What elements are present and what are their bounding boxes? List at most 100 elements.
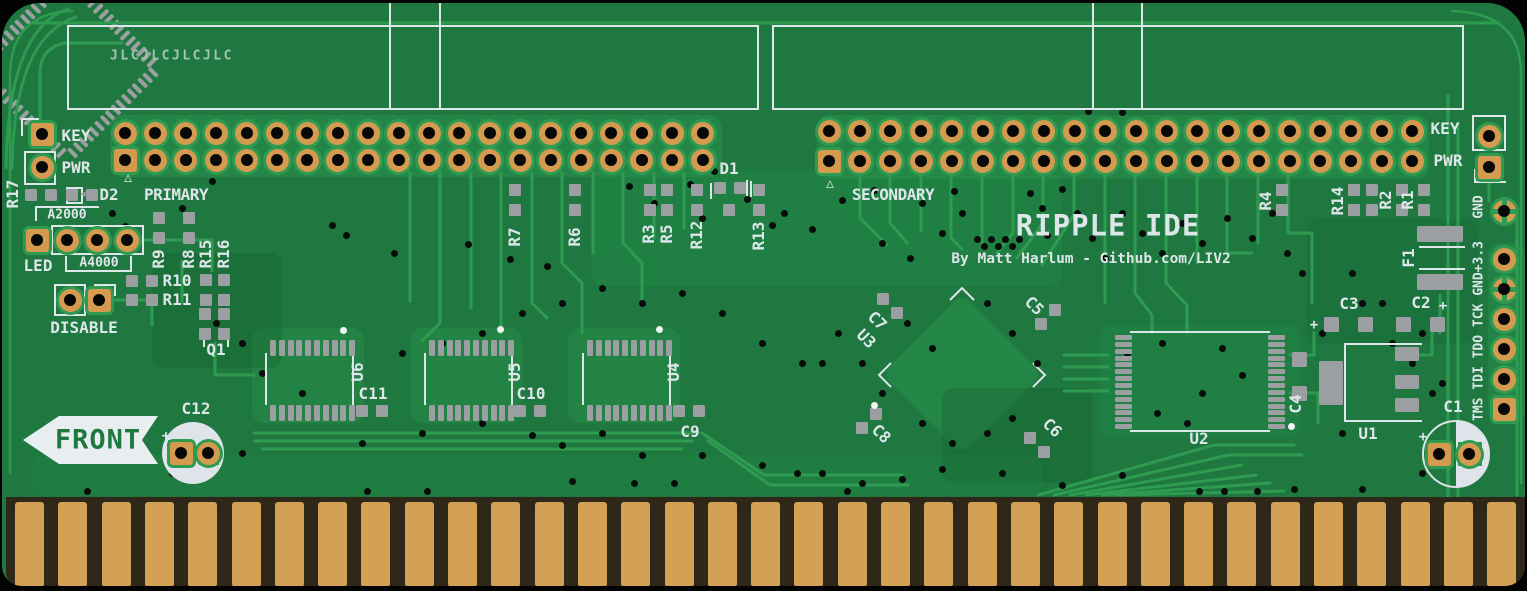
via xyxy=(83,487,91,495)
resistor-pad xyxy=(661,184,673,196)
via xyxy=(878,239,886,247)
soic-pad xyxy=(455,340,462,356)
ref-label: + xyxy=(161,428,171,444)
led-header-label: LED xyxy=(23,256,53,275)
ref-label: + xyxy=(1438,298,1448,314)
soic-pad xyxy=(499,405,506,421)
soic-pad xyxy=(296,340,303,356)
secondary-header-pad xyxy=(1216,119,1240,143)
copper-trace xyxy=(1225,173,1254,255)
via xyxy=(1418,329,1426,337)
via xyxy=(598,429,606,437)
resistor-pad xyxy=(1418,204,1430,216)
primary-header-pad xyxy=(630,121,654,145)
via xyxy=(906,254,914,262)
silkscreen-line xyxy=(389,3,391,110)
via xyxy=(1378,299,1386,307)
ssop-pad xyxy=(1268,389,1285,395)
ssop-pad xyxy=(1115,369,1132,375)
ssop-pad xyxy=(1268,348,1285,354)
via xyxy=(938,229,946,237)
secondary-header-pad xyxy=(1093,119,1117,143)
silkscreen-line xyxy=(582,353,584,405)
via xyxy=(423,487,431,495)
ssop-pad xyxy=(1268,376,1285,382)
soic-pad xyxy=(490,405,497,421)
via xyxy=(1198,389,1206,397)
via xyxy=(1118,471,1126,479)
capacitor-pad xyxy=(870,407,883,420)
via xyxy=(1033,359,1041,367)
jtag-pad xyxy=(1492,277,1516,301)
silkscreen-line xyxy=(203,339,205,347)
gold-finger xyxy=(58,502,88,586)
primary-header-pad xyxy=(691,148,715,172)
resistor-pad xyxy=(1396,184,1408,196)
via xyxy=(1058,185,1066,193)
silkscreen-line xyxy=(130,256,132,272)
capacitor-pad xyxy=(356,405,368,417)
via xyxy=(983,429,991,437)
silkscreen-line xyxy=(669,353,671,405)
key-right-pad xyxy=(1477,124,1501,148)
resistor-pad xyxy=(200,294,212,306)
resistor-pad xyxy=(126,275,138,287)
via xyxy=(928,344,936,352)
c12-pad xyxy=(169,441,193,465)
primary-header-pad xyxy=(235,121,259,145)
primary-header-pad xyxy=(569,148,593,172)
soic-pad xyxy=(270,405,276,421)
soic-pad xyxy=(455,405,462,421)
ssop-pad xyxy=(1268,403,1285,409)
via xyxy=(638,451,646,459)
ref-label: R12 xyxy=(687,220,706,250)
via xyxy=(1268,209,1276,217)
silkscreen-line xyxy=(114,284,116,296)
primary-header-pad xyxy=(447,121,471,145)
via xyxy=(342,231,350,239)
resistor-pad xyxy=(218,294,230,306)
soic-pad xyxy=(657,405,664,421)
via xyxy=(903,319,911,327)
smd-pad xyxy=(723,204,735,216)
resistor-pad xyxy=(753,184,765,196)
resistor-pad xyxy=(200,274,212,286)
via xyxy=(843,487,851,495)
via xyxy=(1118,108,1126,116)
ref-label: R2 xyxy=(1376,190,1395,210)
secondary-header-pad xyxy=(1063,149,1087,173)
via xyxy=(950,187,958,195)
soic-pad xyxy=(639,340,646,356)
secondary-header-pad xyxy=(1400,149,1424,173)
soic-pad xyxy=(648,405,655,421)
capacitor-pad xyxy=(1395,316,1411,332)
ssop-pad xyxy=(1115,389,1132,395)
copper-trace xyxy=(530,171,549,320)
via xyxy=(1008,329,1016,337)
gold-finger xyxy=(837,502,867,586)
soic-pad xyxy=(595,405,602,421)
via xyxy=(238,449,246,457)
pcb-board: JLCJLCJLCJLC RIPPLE IDE By Matt Harlum -… xyxy=(2,3,1525,586)
ref-label: D2 xyxy=(99,185,119,204)
copper-pour xyxy=(1100,325,1300,437)
secondary-header-pad xyxy=(1124,149,1148,173)
soic-pad xyxy=(287,340,294,356)
primary-header-pad xyxy=(204,121,228,145)
ssop-pad xyxy=(1115,403,1132,409)
gold-finger xyxy=(1314,502,1343,586)
secondary-header-pad xyxy=(1308,149,1332,173)
via xyxy=(1318,329,1326,337)
silkscreen-outline xyxy=(1344,343,1422,422)
silkscreen-line xyxy=(1474,181,1506,183)
resistor-pad xyxy=(691,184,703,196)
key-left-label: KEY xyxy=(61,126,91,145)
ssop-pad xyxy=(1268,355,1285,361)
via xyxy=(678,289,686,297)
silkscreen-line xyxy=(511,353,513,405)
gold-finger xyxy=(491,502,521,586)
primary-header-pad xyxy=(478,121,502,145)
ssop-pad xyxy=(1115,348,1132,354)
via xyxy=(1008,414,1016,422)
pin1-dot xyxy=(339,326,347,334)
